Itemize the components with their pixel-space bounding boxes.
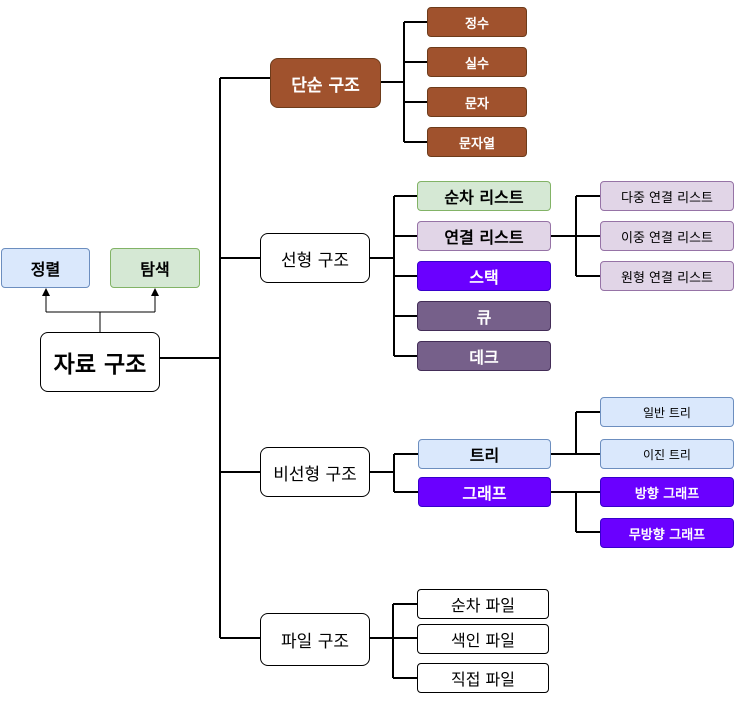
multi-linked-list-node: 다중 연결 리스트	[600, 181, 734, 211]
int-node: 정수	[427, 7, 527, 37]
tree-node: 트리	[418, 439, 551, 469]
string-node: 문자열	[427, 127, 527, 157]
sequential-file-node: 순차 파일	[417, 589, 549, 619]
indexed-file-node: 색인 파일	[417, 624, 549, 654]
direct-file-node: 직접 파일	[417, 663, 549, 693]
linear-structure-node: 선형 구조	[260, 233, 370, 283]
graph-node: 그래프	[418, 477, 551, 507]
binary-tree-node: 이진 트리	[600, 439, 734, 469]
general-tree-node: 일반 트리	[600, 397, 734, 427]
nonlinear-structure-node: 비선형 구조	[260, 447, 370, 497]
deque-node: 데크	[417, 341, 551, 371]
undirected-graph-node: 무방향 그래프	[600, 518, 734, 548]
double-linked-list-node: 이중 연결 리스트	[600, 221, 734, 251]
search-node: 탐색	[110, 248, 200, 288]
sort-node: 정렬	[1, 248, 90, 288]
file-structure-node: 파일 구조	[260, 613, 370, 666]
queue-node: 큐	[417, 301, 551, 331]
linked-list-node: 연결 리스트	[417, 221, 551, 251]
circular-linked-list-node: 원형 연결 리스트	[600, 261, 734, 291]
directed-graph-node: 방향 그래프	[600, 477, 734, 507]
sequential-list-node: 순차 리스트	[417, 181, 551, 211]
char-node: 문자	[427, 87, 527, 117]
stack-node: 스택	[417, 261, 551, 291]
float-node: 실수	[427, 47, 527, 77]
root-node: 자료 구조	[40, 332, 160, 392]
simple-structure-node: 단순 구조	[270, 58, 381, 108]
